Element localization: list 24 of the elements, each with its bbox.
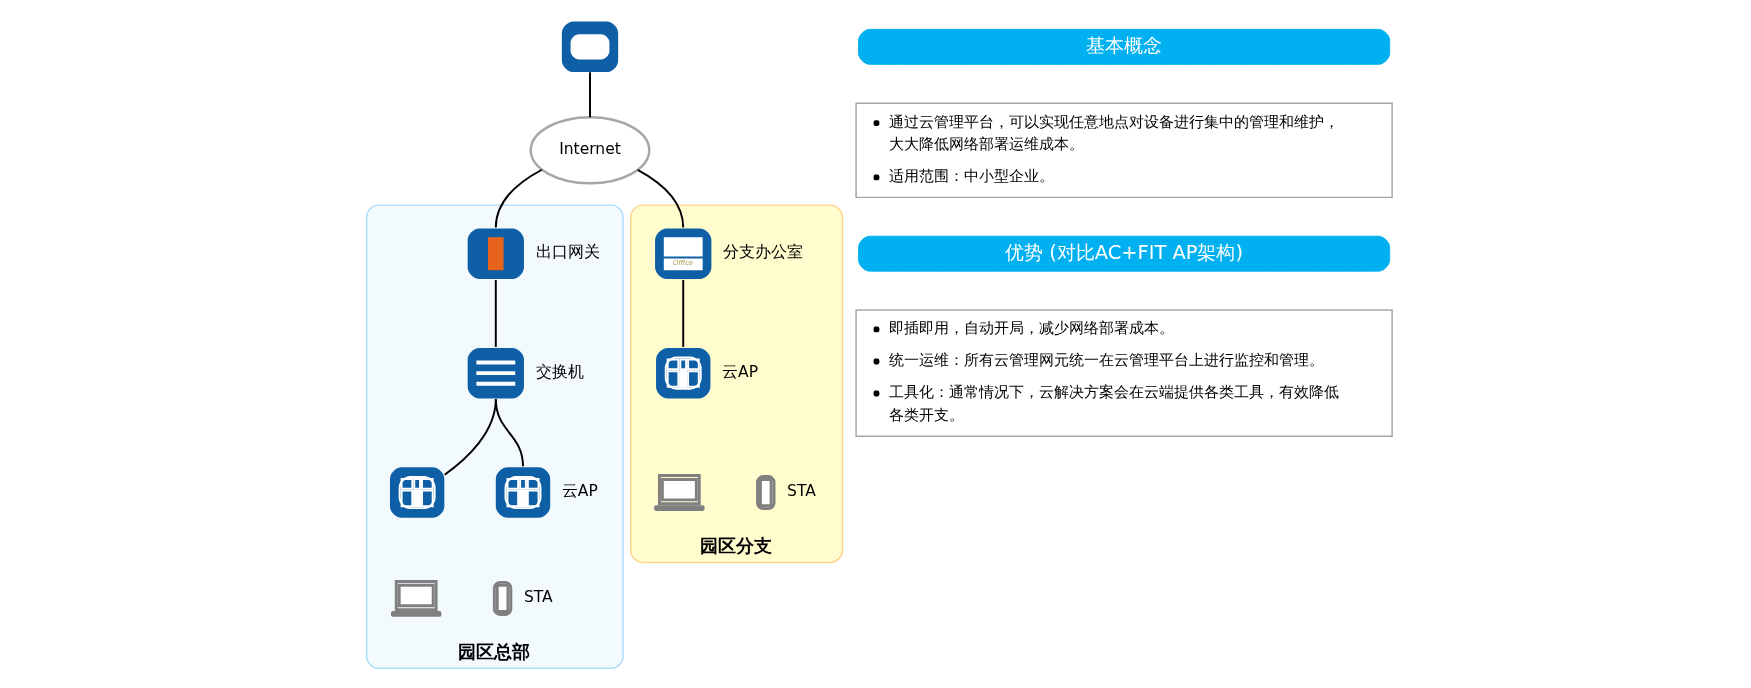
node-picture <box>561 21 619 73</box>
connector <box>494 278 497 348</box>
node-ellipse: Internet <box>529 116 651 185</box>
node-picture <box>495 467 551 518</box>
connector <box>636 168 685 229</box>
connector <box>682 278 685 348</box>
node-label: 出口网关 <box>535 243 600 262</box>
connector <box>494 398 524 468</box>
node-box: 即插即用，自动开局，减少网络部署成本。 统一运维：所有云管理网元统一在云管理平台上进行监控和管理。 工具化：通常情况下，云解决方案会在云端提供各类工具，有效降低各类开支。 <box>855 309 1393 437</box>
node-box: 通过云管理平台，可以实现任意地点对设备进行集中的管理和维护，大大降低网络部署运维成本。 适用范围：中小型企业。 <box>855 102 1393 199</box>
node-label: 交换机 <box>535 362 584 381</box>
node-label: 云AP <box>561 482 598 501</box>
node-box: 优势 (对比AC+FIT AP架构) <box>858 235 1391 272</box>
connector <box>589 71 591 119</box>
node-label: 分支办公室 <box>723 243 804 262</box>
node-picture <box>467 347 524 399</box>
node-box: 基本概念 <box>858 28 1391 65</box>
node-label: STA <box>787 482 816 501</box>
node-picture <box>656 347 711 399</box>
node-picture <box>467 228 524 279</box>
node-label: STA <box>523 588 553 607</box>
connector <box>494 168 543 229</box>
node-label: 云AP <box>722 362 759 381</box>
node-picture <box>389 467 445 518</box>
